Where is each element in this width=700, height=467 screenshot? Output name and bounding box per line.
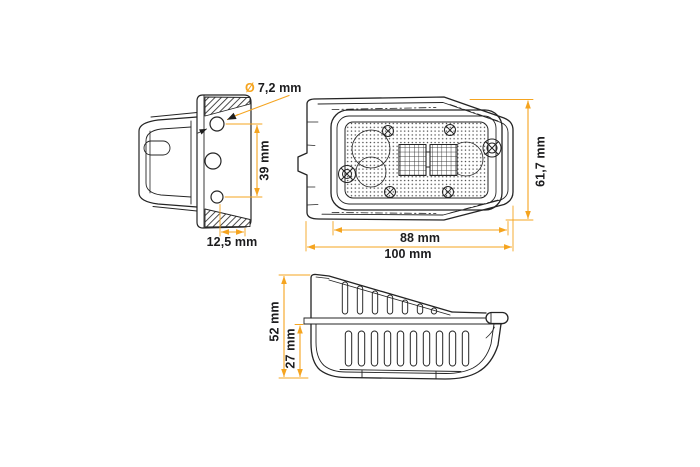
- phillips-screw-icons: [338, 124, 502, 198]
- top-view-drawing: [303, 273, 509, 380]
- mounting-hole-bottom: [210, 190, 224, 204]
- dim-overall-width-label: 100 mm: [384, 247, 432, 261]
- reflector-grid: [398, 143, 458, 177]
- mounting-plate: [196, 94, 252, 229]
- mounting-hole-middle: [204, 152, 222, 170]
- diameter-symbol: Ø: [245, 81, 255, 95]
- housing-bottom-outline: [310, 323, 502, 380]
- gasket-top: [204, 96, 251, 117]
- dim-overall-depth-label: 52 mm: [267, 301, 282, 342]
- dim-housing-depth-label: 27 mm: [283, 328, 298, 369]
- dimension-lines: [197, 94, 534, 379]
- gasket-bottom: [204, 208, 251, 228]
- dim-hole-diameter-value: 7,2 mm: [257, 81, 302, 95]
- housing-outline: [297, 96, 514, 221]
- side-view-drawing: [138, 94, 252, 229]
- dim-lens-width-label: 88 mm: [399, 231, 441, 245]
- lamp-body-profile: [138, 112, 198, 212]
- wedge-outline: [310, 273, 453, 319]
- dim-hole-pitch-label: 39 mm: [257, 140, 272, 181]
- dim-hole-diameter-label: Ø 7,2 mm: [245, 82, 302, 95]
- reflector-circle-left-bottom: [355, 156, 387, 188]
- mounting-hole-top: [209, 116, 225, 132]
- side-slot: [143, 140, 171, 156]
- hinge-cap: [485, 311, 509, 325]
- lens-bezel-inner: [336, 115, 497, 205]
- lens-bezel-outer: [330, 109, 503, 211]
- reflector-circle-left-top: [351, 129, 391, 169]
- dim-overall-height-label: 61,7 mm: [533, 136, 548, 187]
- wedge-vent-slots: [341, 281, 438, 315]
- housing-vent-slots: [344, 330, 470, 367]
- dim-hole-offset-label: 12,5 mm: [206, 235, 258, 249]
- front-view-drawing: [297, 96, 514, 221]
- diameter-leader-line: [235, 94, 290, 117]
